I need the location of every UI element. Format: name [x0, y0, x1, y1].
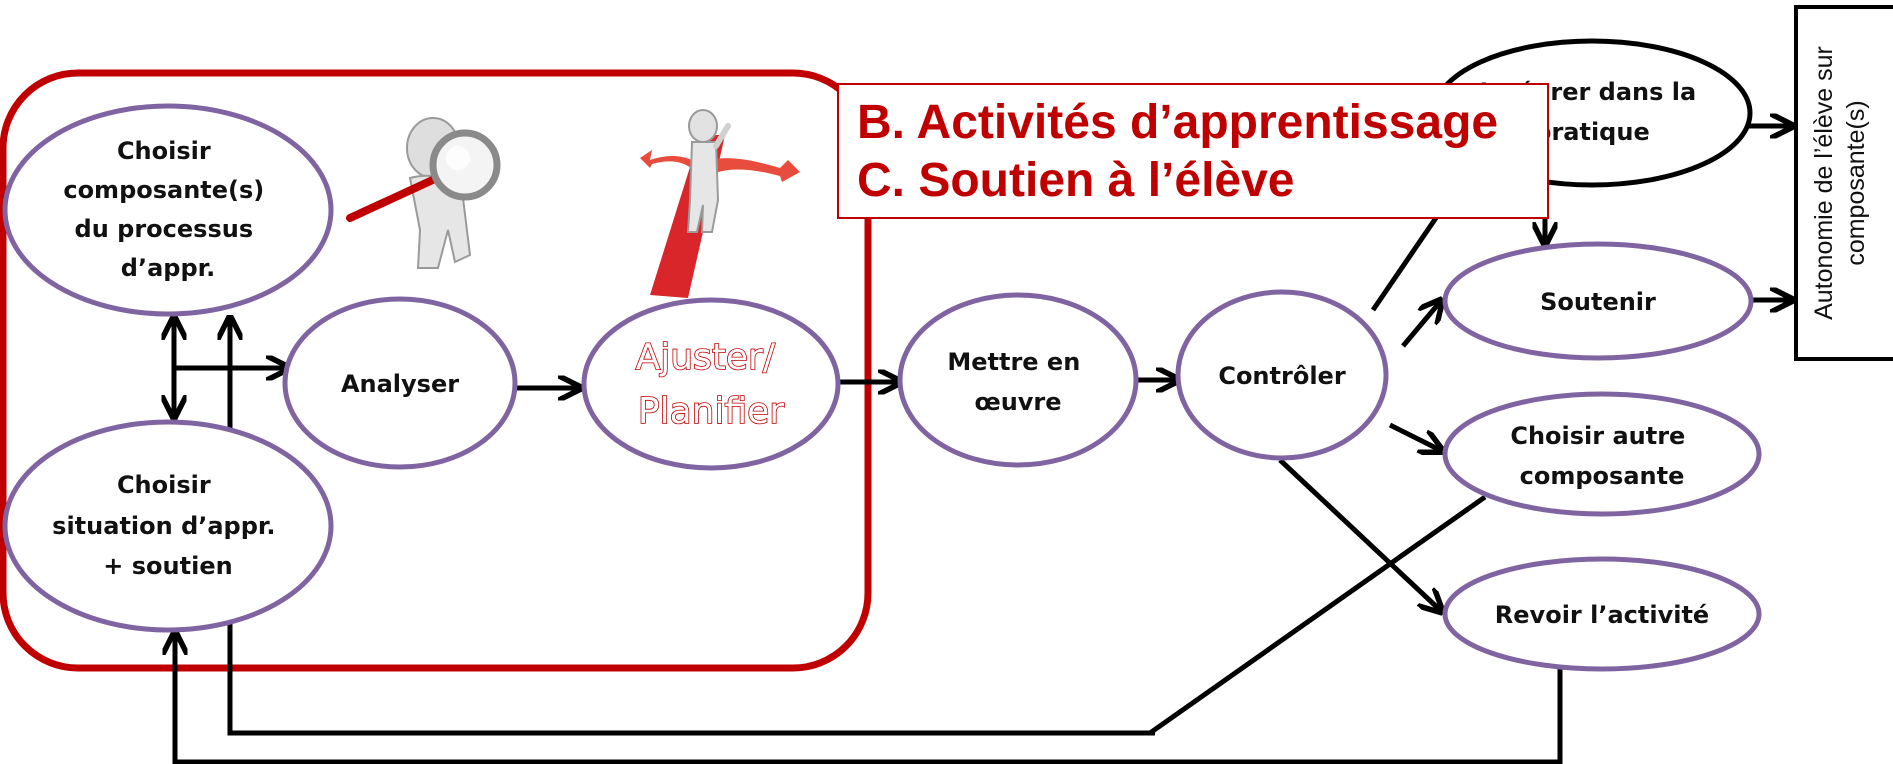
node-mettre-en-oeuvre: Mettre en œuvre: [897, 292, 1139, 468]
svg-text:Revoir l’activité: Revoir l’activité: [1495, 601, 1709, 629]
planning-phase-frame: [0, 69, 872, 672]
node-soutenir: Soutenir: [1442, 241, 1754, 361]
svg-text:Autonomie de l’élève sur: Autonomie de l’élève sur: [1810, 46, 1838, 320]
node-analyser: Analyser: [282, 296, 518, 470]
svg-text:Ajuster/ Planifier: Ajuster/ Planifier: [636, 337, 787, 432]
banner-line-b: B. Activités d’apprentissage: [857, 96, 1498, 149]
svg-text:Choisir autre composante: Choisir autre composante: [1510, 422, 1693, 490]
svg-text:Choisir situation d’appr: Choisir situation d’appr. + soutien: [52, 471, 284, 580]
person-with-magnifying-glass-icon: [346, 117, 501, 269]
node-ajuster-planifier: Ajuster/ Planifier: [581, 297, 841, 471]
svg-text:Contrôler: Contrôler: [1218, 362, 1345, 390]
autonomy-box: Autonomie de l’élève sur composante(s): [1794, 5, 1893, 361]
node-choisir-situation: Choisir situation d’appr. + soutien: [2, 419, 334, 633]
svg-text:Soutenir: Soutenir: [1540, 288, 1656, 316]
svg-text:Analyser: Analyser: [341, 370, 459, 398]
node-choisir-composantes: Choisir composante(s) du processus d’app…: [2, 103, 334, 317]
autonomy-line-1: Autonomie de l’élève sur: [1810, 46, 1838, 320]
person-at-crossroads-icon: [640, 109, 800, 298]
node-revoir: Revoir l’activité: [1442, 556, 1762, 672]
svg-text:Mettre en œuvre: Mettre en œuvre: [947, 348, 1088, 416]
svg-text:composante(s): composante(s): [1842, 100, 1870, 265]
svg-text:Choisir composante(s): Choisir composante(s) du processus d’app…: [63, 137, 272, 282]
node-choisir-autre: Choisir autre composante: [1442, 391, 1762, 517]
autonomy-line-2: composante(s): [1842, 100, 1870, 265]
node-controler: Contrôler: [1175, 289, 1389, 461]
banner-line-c: C. Soutien à l’élève: [857, 154, 1294, 207]
banner: B. Activités d’apprentissage C. Soutien …: [837, 83, 1549, 219]
